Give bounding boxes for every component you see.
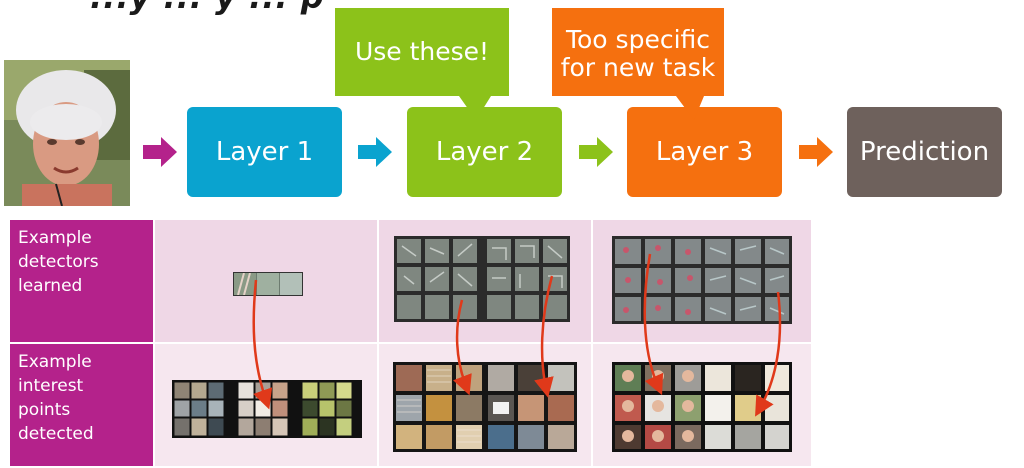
red-arrow-layer1 <box>254 280 266 400</box>
red-arrow-layer2-a <box>457 300 466 386</box>
red-arrow-layer3-a <box>645 254 658 386</box>
red-arrow-layer3-b <box>760 292 780 408</box>
red-arrow-layer2-b <box>542 276 552 388</box>
